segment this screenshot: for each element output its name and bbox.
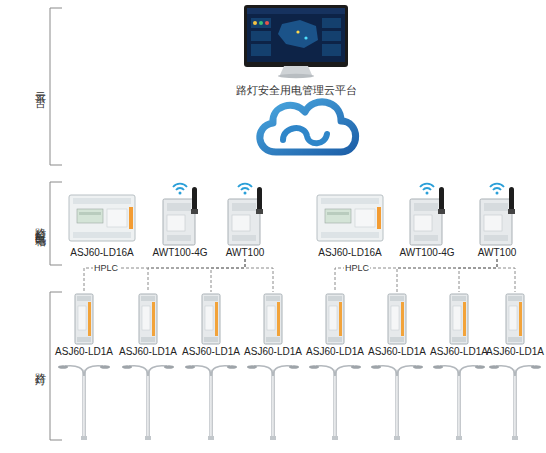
device-label: AWT100-4G (399, 247, 454, 259)
device-label: AWT100 (226, 247, 265, 259)
hplc-bus-line (397, 259, 497, 292)
lamp-controller: ASJ60-LD1A (366, 292, 428, 358)
lamp-controller: ASJ60-LD1A (304, 292, 366, 358)
platform-caption: 路灯安全用电管理云平台 (236, 84, 357, 97)
lamp-controller: ASJ60-LD1A (242, 292, 304, 358)
hplc-bus-line (335, 259, 497, 292)
lamp-controller: ASJ60-LD1A (180, 292, 242, 358)
street-lamp (58, 365, 541, 440)
lamp-controller-device (75, 294, 524, 344)
hplc-bus-line (245, 259, 273, 292)
band-title: 路灯 (33, 364, 48, 368)
band-title: 路灯配电箱 (33, 219, 48, 229)
lamp-controller: ASJ60-LD1A (117, 292, 179, 358)
gateway-device (163, 184, 515, 245)
hplc-bus-line (497, 259, 515, 292)
hplc-bus-line (148, 259, 245, 292)
band-title-box: 路灯 (32, 292, 48, 440)
gateway-module: AWT100-4G (392, 180, 462, 259)
band-title: 云平台 (33, 84, 48, 90)
lamp-controller: ASJ60-LD1A (428, 292, 490, 358)
device-label: ASJ60-LD1A (55, 346, 113, 358)
bus-label: HPLC (93, 263, 119, 273)
device-label: ASJ60-LD1A (119, 346, 177, 358)
bus-label: HPLC (344, 263, 370, 273)
gateway-module: AWT100-4G (145, 180, 215, 259)
device-label: ASJ60-LD1A (244, 346, 302, 358)
device-label: ASJ60-LD16A (70, 247, 133, 259)
meter-box: ASJ60-LD16A (310, 192, 390, 259)
device-label: ASJ60-LD1A (486, 346, 544, 358)
device-label: AWT100 (478, 247, 517, 259)
lamp-controller: ASJ60-LD1A (53, 292, 115, 358)
device-label: AWT100-4G (152, 247, 207, 259)
cloud-icon (260, 102, 356, 152)
meter-box: ASJ60-LD16A (62, 192, 142, 259)
hplc-bus-line (459, 259, 497, 292)
device-label: ASJ60-LD1A (306, 346, 364, 358)
band-title-box: 路灯配电箱 (32, 182, 48, 265)
gateway-module: AWT100 (462, 180, 532, 259)
hplc-bus-line (211, 259, 245, 292)
hplc-bus-line (84, 259, 245, 292)
band-bracket (50, 8, 62, 440)
device-label: ASJ60-LD1A (430, 346, 488, 358)
device-label: ASJ60-LD1A (182, 346, 240, 358)
monitor-illustration (244, 5, 348, 78)
lamp-controller: ASJ60-LD1A (484, 292, 546, 358)
band-title-box: 云平台 (32, 8, 48, 165)
device-label: ASJ60-LD16A (318, 247, 381, 259)
device-label: ASJ60-LD1A (368, 346, 426, 358)
platform-monitor: 路灯安全用电管理云平台 (226, 3, 366, 97)
meter-device (69, 195, 383, 241)
gateway-module: AWT100 (210, 180, 280, 259)
